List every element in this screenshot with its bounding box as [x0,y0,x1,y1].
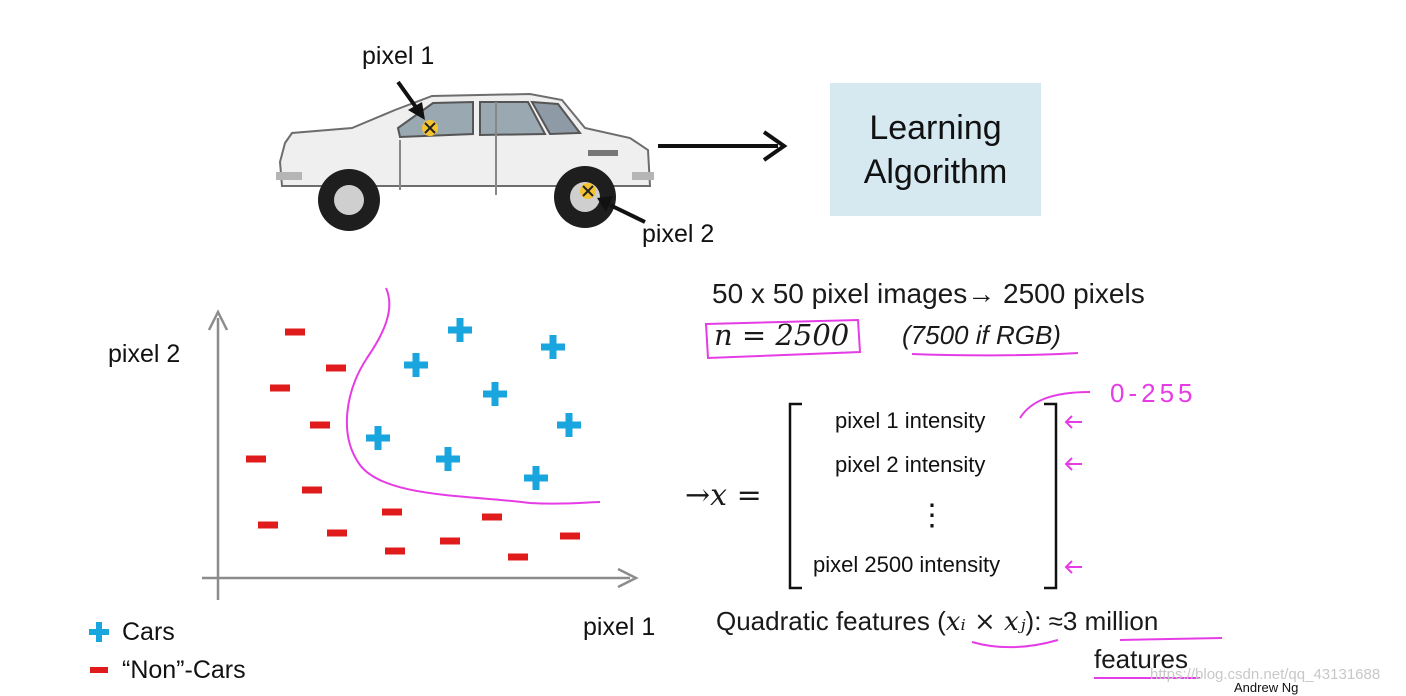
pixel-2-marker [580,183,596,199]
algorithm-line-2: Algorithm [863,152,1008,191]
non-car-point-14 [508,553,528,561]
x-equals: →x = [685,478,762,513]
decision-boundary [345,287,601,505]
non-car-point-7 [258,521,278,529]
range-pointer [1019,391,1091,419]
non-car-point-13 [440,537,460,545]
headline: 50 x 50 pixel images→ 2500 pixels [712,278,1145,309]
learning-algorithm-box: Learning Algorithm [830,83,1041,216]
quad-underline [971,639,1059,649]
car-image [276,92,654,231]
car-point-6 [366,426,390,450]
non-car-point-8 [382,508,402,516]
rgb-underline [911,352,1079,357]
quad-count: 3 million [1062,606,1159,636]
non-car-point-5 [246,455,266,463]
non-car-point-2 [326,364,346,372]
quad-suffix: ): ≈ [1025,606,1063,636]
n-equation: n = 2500 [714,318,850,352]
matrix-row-3: pixel 2500 intensity [813,552,1001,577]
car-point-7 [436,447,460,471]
non-car-point-9 [327,529,347,537]
non-cars-points [246,328,580,561]
matrix-brackets [788,402,1058,590]
legend-non-cars-label: “Non”-Cars [122,656,246,684]
car-point-1 [448,318,472,342]
car-point-4 [483,382,507,406]
non-car-point-12 [385,547,405,555]
algorithm-line-1: Learning [869,108,1002,147]
matrix-row-ellipsis: ⋮ [917,499,947,532]
pixel-1-marker [422,120,438,136]
pixel-2-pointer [597,196,646,224]
pixel-2-label: pixel 2 [642,220,715,248]
legend-minus-icon [90,667,108,673]
matrix-row-1: pixel 1 intensity [835,408,986,433]
non-car-point-3 [270,384,290,392]
quad-prefix: Quadratic features ( [716,606,946,636]
watermark: https://blog.csdn.net/qq_43131688 [1150,666,1381,683]
non-car-point-1 [285,328,305,336]
car-point-3 [404,353,428,377]
plot-axes [202,309,639,600]
legend-plus-icon [89,622,109,642]
million-underline [1119,637,1223,641]
range-annotation: 0-255 [1110,378,1197,408]
matrix-row-2: pixel 2 intensity [835,452,986,477]
quadratic-features-line: Quadratic features (xᵢ × xⱼ): ≈3 million [716,606,1158,637]
quad-math: xᵢ × xⱼ [945,607,1026,637]
non-car-point-4 [310,421,330,429]
quad-features-word: features [1094,644,1188,674]
plot-x-label: pixel 1 [583,613,656,641]
author-label: Andrew Ng [1234,680,1299,695]
cars-points [366,318,581,490]
non-car-point-10 [482,513,502,521]
n-highlight-box [704,318,862,360]
x-variable: →x = [685,478,762,513]
car-point-2 [541,335,565,359]
pixel-1-label: pixel 1 [362,42,435,70]
pixel-1-pointer [396,80,425,120]
plot-y-label: pixel 2 [108,340,181,368]
car-point-5 [557,413,581,437]
car-point-8 [524,466,548,490]
legend-cars-label: Cars [122,618,175,646]
arrow-to-algorithm-icon [658,130,788,162]
rgb-note: (7500 if RGB) [902,320,1061,350]
non-car-point-6 [302,486,322,494]
row-pointer-icons [1064,415,1082,574]
non-car-point-11 [560,532,580,540]
